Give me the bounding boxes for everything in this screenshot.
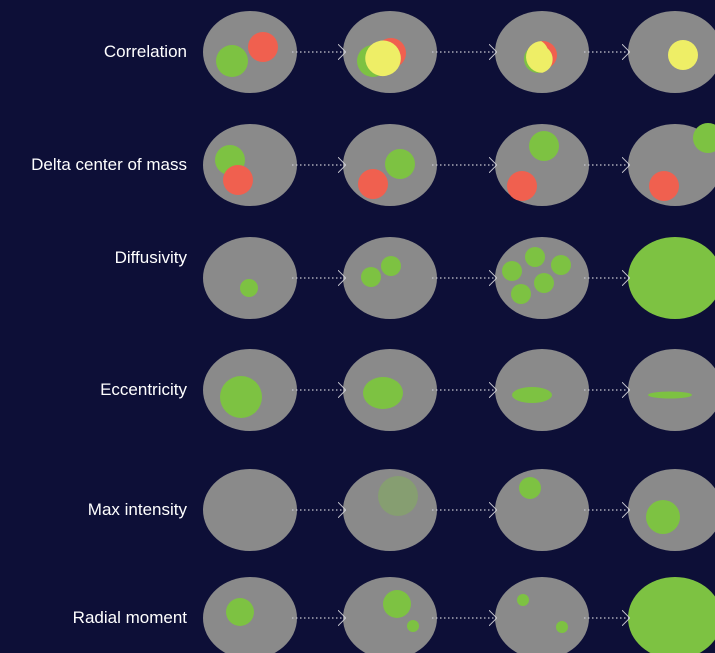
row-label-max-intensity: Max intensity [87,500,187,519]
red-spot [358,169,388,199]
green-spot [529,131,559,161]
green-spot [693,123,715,153]
cell-body [203,469,297,551]
green-spot [646,500,680,534]
green-spot [385,149,415,179]
arrows [292,52,629,618]
row-max-intensity [203,469,715,551]
cell-body [628,349,715,431]
green-spot [407,620,419,632]
cell-body [343,237,437,319]
row-label-eccentricity: Eccentricity [100,380,187,399]
green-spot [525,247,545,267]
green-spot [220,376,262,418]
row-correlation [203,11,715,93]
red-spot [248,32,278,62]
yellow-spot [668,40,698,70]
green-spot [512,387,552,403]
green-spot [551,255,571,275]
row-delta-center-of-mass [203,123,715,206]
cell-body [343,469,437,551]
red-spot [223,165,253,195]
red-spot [649,171,679,201]
overlap-spot [526,41,553,73]
green-spot [383,590,411,618]
row-diffusivity [203,237,715,319]
row-label-delta-center-of-mass: Delta center of mass [31,155,187,174]
green-spot [511,284,531,304]
faint-green-spot [378,476,418,516]
green-spot [519,477,541,499]
green-spot [240,279,258,297]
green-spot [363,377,403,409]
cell-body [495,469,589,551]
green-spot [226,598,254,626]
green-spot-large [628,577,715,653]
row-label-correlation: Correlation [103,42,187,61]
row-label-diffusivity: Diffusivity [114,248,187,267]
green-spot [556,621,568,633]
row-radial-moment [203,577,715,653]
green-spot [517,594,529,606]
green-spot [216,45,248,77]
green-spot [361,267,381,287]
cell-body [203,237,297,319]
row-eccentricity [203,349,715,431]
green-spot [502,261,522,281]
overlap-spot [365,40,401,77]
cell-body [495,577,589,653]
green-spot-large [628,237,715,319]
green-spot [381,256,401,276]
row-label-radial-moment: Radial moment [72,608,187,627]
green-spot [648,391,692,399]
red-spot [507,171,537,201]
green-spot [534,273,554,293]
